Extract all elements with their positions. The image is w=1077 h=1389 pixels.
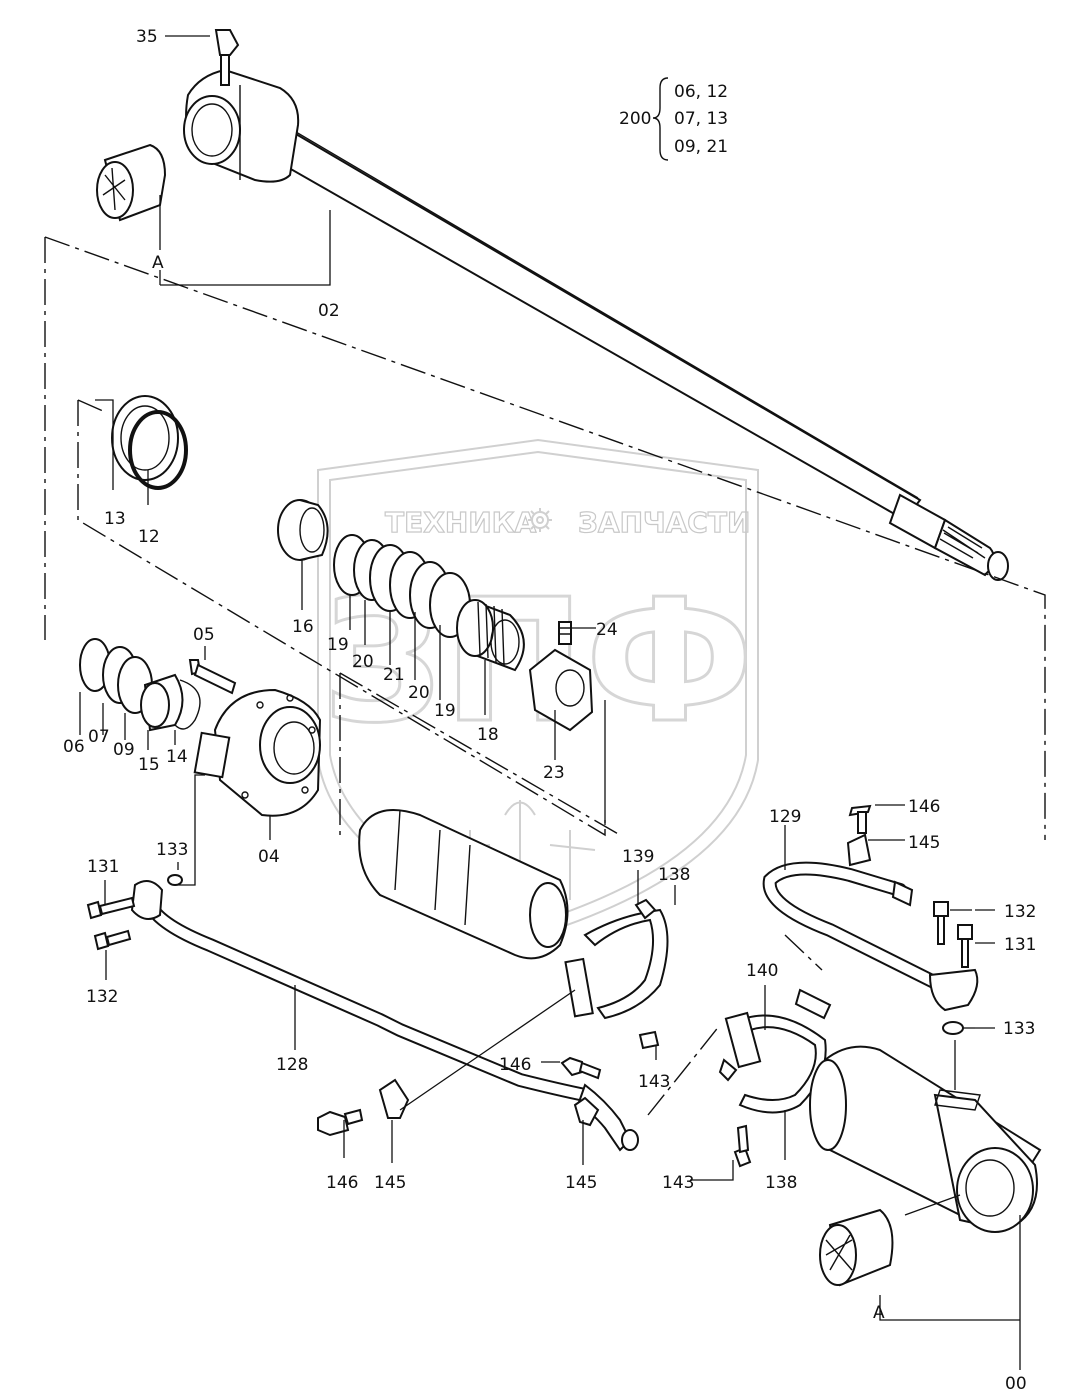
label-145a: 145 <box>374 1173 406 1193</box>
watermark-right-text: ЗАПЧАСТИ <box>578 506 750 539</box>
label-146a: 146 <box>326 1173 358 1193</box>
label-145b: 145 <box>565 1173 597 1193</box>
label-138b: 138 <box>765 1173 797 1193</box>
head-seals <box>79 638 201 732</box>
label-24: 24 <box>596 620 618 640</box>
label-146b: 146 <box>499 1055 531 1075</box>
nut-23-set-screw-24 <box>528 621 594 732</box>
gear-icon <box>528 508 552 532</box>
label-138a: 138 <box>658 865 690 885</box>
label-04: 04 <box>258 847 280 867</box>
assembly-outline-head <box>77 399 606 837</box>
rod-bushing <box>96 143 167 222</box>
label-09: 09 <box>113 740 135 760</box>
label-143a: 143 <box>638 1072 670 1092</box>
seal-13-12 <box>111 395 188 490</box>
assembly-note-line-2: 07, 13 <box>674 109 728 129</box>
clamp-145-146-left <box>317 1078 410 1137</box>
label-23: 23 <box>543 763 565 783</box>
piston-rod <box>183 29 1009 581</box>
label-12: 12 <box>138 527 160 547</box>
label-129: 129 <box>769 807 801 827</box>
label-140: 140 <box>746 961 778 981</box>
label-139: 139 <box>622 847 654 867</box>
watermark-left-text: ТЕХНИКА <box>385 506 537 539</box>
band-clamp-140-138 <box>718 988 832 1168</box>
leader-lines <box>79 35 1021 1370</box>
assembly-note: 200 06, 12 07, 13 09, 21 <box>619 77 728 161</box>
band-clamp-138-139 <box>564 898 669 1050</box>
assembly-note-line-3: 09, 21 <box>674 137 728 157</box>
part-labels: 35 A 02 13 12 16 19 20 21 20 19 18 24 23… <box>63 27 1036 1389</box>
label-a-bottom: A <box>873 1303 885 1323</box>
assembly-outline-piston <box>339 672 621 840</box>
label-131b: 131 <box>1004 935 1036 955</box>
piston-rings <box>333 534 471 638</box>
label-21: 21 <box>383 665 405 685</box>
label-02: 02 <box>318 301 340 321</box>
label-14: 14 <box>166 747 188 767</box>
assembly-outline-hose <box>647 934 823 1116</box>
label-20b: 20 <box>408 683 430 703</box>
assembly-note-group: 200 <box>619 109 651 129</box>
label-13: 13 <box>104 509 126 529</box>
label-00: 00 <box>1005 1374 1027 1389</box>
label-05: 05 <box>193 625 215 645</box>
bottom-bushing <box>819 1208 894 1287</box>
cylinder-bottom-00 <box>809 1045 1042 1233</box>
label-128: 128 <box>276 1055 308 1075</box>
label-06: 06 <box>63 737 85 757</box>
label-132b: 132 <box>1004 902 1036 922</box>
hose-129 <box>762 804 979 1012</box>
bolts-131-132-left <box>86 896 136 951</box>
label-16: 16 <box>292 617 314 637</box>
label-143b: 143 <box>662 1173 694 1193</box>
leader-ticks <box>590 627 995 1181</box>
hose-128 <box>130 874 639 1152</box>
label-18: 18 <box>477 725 499 745</box>
clamp-145-146-right <box>560 1056 602 1127</box>
cylinder-head-04 <box>193 688 322 817</box>
bolt-05 <box>188 659 237 695</box>
bolts-131-132-right <box>933 901 973 1035</box>
label-133b: 133 <box>1003 1019 1035 1039</box>
label-146c: 146 <box>908 797 940 817</box>
label-20a: 20 <box>352 652 374 672</box>
label-19b: 19 <box>434 701 456 721</box>
label-15: 15 <box>138 755 160 775</box>
assembly-note-line-1: 06, 12 <box>674 82 728 102</box>
label-35: 35 <box>136 27 158 47</box>
piston-18 <box>456 598 525 672</box>
label-145c: 145 <box>908 833 940 853</box>
label-19a: 19 <box>327 635 349 655</box>
cushion-16 <box>277 499 329 561</box>
assembly-outline-rod <box>44 236 1046 840</box>
label-131a: 131 <box>87 857 119 877</box>
cylinder-tube <box>358 809 569 960</box>
label-133a: 133 <box>156 840 188 860</box>
label-07: 07 <box>88 727 110 747</box>
label-132a: 132 <box>86 987 118 1007</box>
label-a-top: A <box>152 253 164 273</box>
